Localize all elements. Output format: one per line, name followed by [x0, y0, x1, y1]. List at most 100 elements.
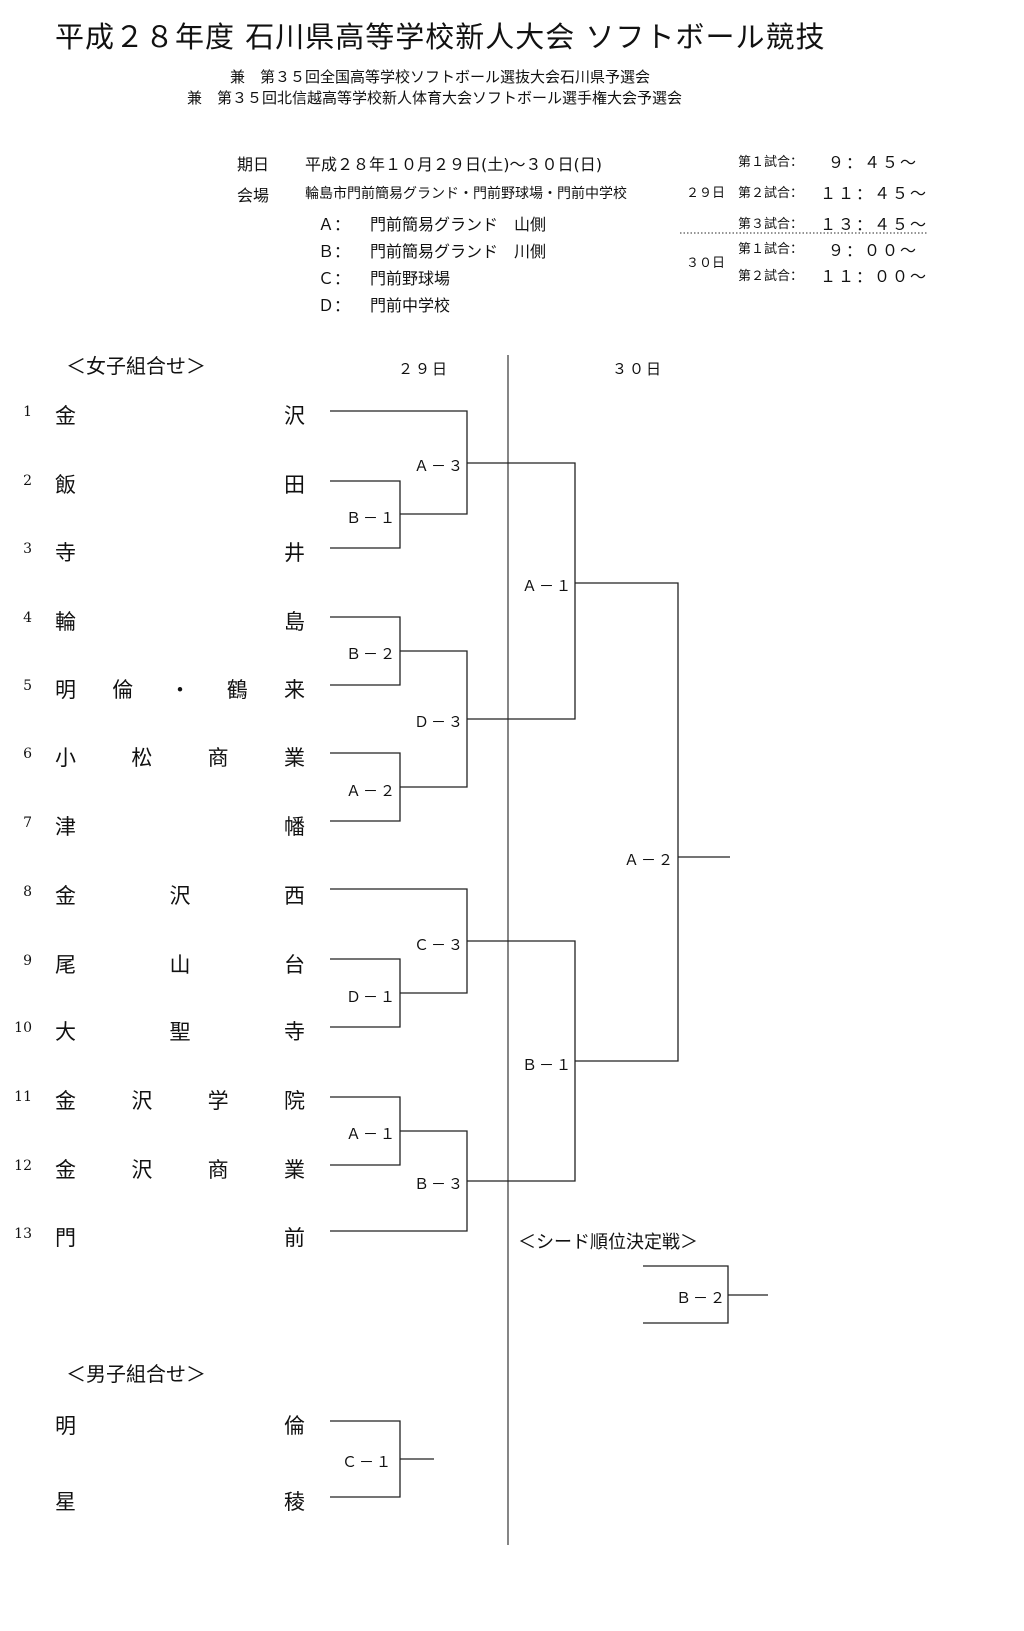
match-label: Ｄ－３ — [414, 713, 466, 731]
team-name-char: 小 — [55, 746, 76, 770]
subtitle-2: 兼 第３５回北信越高等学校新人体育大会ソフトボール選手権大会予選会 — [187, 89, 683, 107]
team-name-char: 島 — [284, 610, 305, 634]
schedule-time: １１：００～ — [820, 267, 929, 286]
team-name-char: 松 — [131, 746, 153, 770]
team-number: 1 — [23, 404, 32, 420]
final-match-label: Ａ－２ — [624, 851, 676, 869]
team-name-char: 倫 — [284, 1414, 305, 1438]
team-name-char: 幡 — [284, 815, 305, 839]
team-name-char: 金 — [55, 1089, 76, 1113]
team-number: 11 — [14, 1089, 32, 1105]
team-name: 金沢学院 — [55, 1085, 305, 1115]
date-label: 期日 — [237, 155, 270, 174]
schedule-time: ９：００～ — [828, 241, 919, 260]
team-number: 5 — [23, 678, 32, 694]
team-name: 明倫 — [55, 1410, 305, 1440]
team-number: 10 — [14, 1020, 32, 1036]
team-name-char: 金 — [55, 404, 76, 428]
team-name-char: 金 — [55, 884, 76, 908]
page-title: 平成２８年度 石川県高等学校新人大会 ソフトボール競技 — [55, 20, 826, 54]
seed-heading: ＜シード順位決定戦＞ — [518, 1232, 698, 1253]
schedule-game: 第１試合： — [738, 242, 804, 257]
match-label: Ｄ－１ — [346, 988, 398, 1006]
team-number: 9 — [23, 953, 32, 969]
team-name-char: 田 — [284, 473, 305, 497]
venue-name: 門前簡易グランド 川側 — [370, 242, 547, 261]
girls-heading: ＜女子組合せ＞ — [66, 354, 206, 378]
match-label: Ｂ－２ — [346, 645, 398, 663]
match-label: Ａ－１ — [346, 1125, 398, 1143]
team-number: 2 — [23, 473, 32, 489]
team-name-char: 星 — [55, 1490, 76, 1514]
team-number: 6 — [23, 746, 32, 762]
team-name: 小松商業 — [55, 742, 305, 772]
team-name-char: 門 — [55, 1226, 76, 1250]
girls-day2-label: ３０日 — [612, 360, 664, 378]
match-label: Ｂ－３ — [414, 1175, 466, 1193]
schedule-game: 第３試合： — [738, 217, 804, 232]
match-label: Ｃ－３ — [414, 936, 466, 954]
team-name-char: 寺 — [284, 1020, 305, 1044]
team-number: 3 — [23, 541, 32, 557]
schedule-time: １１：４５～ — [820, 184, 929, 203]
team-number: 4 — [23, 610, 32, 626]
team-name-char: 稜 — [284, 1490, 305, 1514]
team-name-char: 津 — [55, 815, 76, 839]
boys-match-label: Ｃ－１ — [342, 1453, 394, 1471]
team-name: 寺井 — [55, 537, 305, 567]
team-number: 8 — [23, 884, 32, 900]
schedule-game: 第２試合： — [738, 186, 804, 201]
team-name-char: 金 — [55, 1158, 76, 1182]
team-name-char: 大 — [55, 1020, 76, 1044]
schedule-time: １３：４５～ — [820, 215, 929, 234]
match-label: Ｂ－１ — [522, 1056, 574, 1074]
team-name-char: 山 — [169, 953, 191, 977]
team-name-char: 輪 — [55, 610, 76, 634]
schedule-time: ９：４５～ — [828, 153, 919, 172]
team-name-char: 業 — [283, 746, 305, 770]
team-name: 門前 — [55, 1222, 305, 1252]
team-name-char: 聖 — [169, 1020, 191, 1044]
subtitle-1: 兼 第３５回全国高等学校ソフトボール選抜大会石川県予選会 — [230, 68, 651, 86]
team-number: 7 — [23, 815, 32, 831]
match-label: Ｂ－１ — [346, 509, 398, 527]
team-name: 飯田 — [55, 469, 305, 499]
team-name-char: 商 — [207, 746, 229, 770]
schedule-day2-label: ３０日 — [686, 256, 726, 271]
team-name: 星稜 — [55, 1486, 305, 1516]
team-name-char: 学 — [207, 1089, 229, 1113]
schedule-game: 第１試合： — [738, 155, 804, 170]
girls-day1-label: ２９日 — [398, 360, 450, 378]
date-value: 平成２８年１０月２９日(土)～３０日(日) — [305, 155, 602, 174]
team-name: 輪島 — [55, 606, 305, 636]
team-name-char: 前 — [284, 1226, 305, 1250]
schedule-day1-label: ２９日 — [686, 186, 726, 201]
venue-name: 門前中学校 — [370, 296, 451, 315]
team-name: 大聖寺 — [55, 1016, 305, 1046]
team-name: 尾山台 — [55, 949, 305, 979]
venue-value: 輪島市門前簡易グランド・門前野球場・門前中学校 — [305, 186, 627, 202]
match-label: Ａ－１ — [522, 577, 574, 595]
venue-name: 門前野球場 — [370, 269, 451, 288]
team-name-char: 井 — [284, 541, 305, 565]
team-number: 13 — [14, 1226, 32, 1242]
team-name: 津幡 — [55, 811, 305, 841]
venue-code: Ａ： — [318, 215, 351, 234]
team-number: 12 — [14, 1158, 32, 1174]
team-name-char: 商 — [207, 1158, 229, 1182]
team-name-char: 台 — [284, 953, 305, 977]
team-name-char: ・ — [169, 678, 191, 702]
team-name: 明倫・鶴来 — [55, 674, 305, 704]
venue-name: 門前簡易グランド 山側 — [370, 215, 547, 234]
team-name-char: 飯 — [55, 473, 76, 497]
venue-code: Ｄ： — [318, 296, 351, 315]
team-name-char: 来 — [284, 678, 305, 702]
team-name-char: 業 — [283, 1158, 305, 1182]
schedule-game: 第２試合： — [738, 269, 804, 284]
team-name-char: 明 — [55, 678, 76, 702]
team-name-char: 院 — [283, 1089, 305, 1113]
team-name: 金沢商業 — [55, 1154, 305, 1184]
venue-code: Ｂ： — [318, 242, 351, 261]
team-name-char: 沢 — [169, 884, 191, 908]
